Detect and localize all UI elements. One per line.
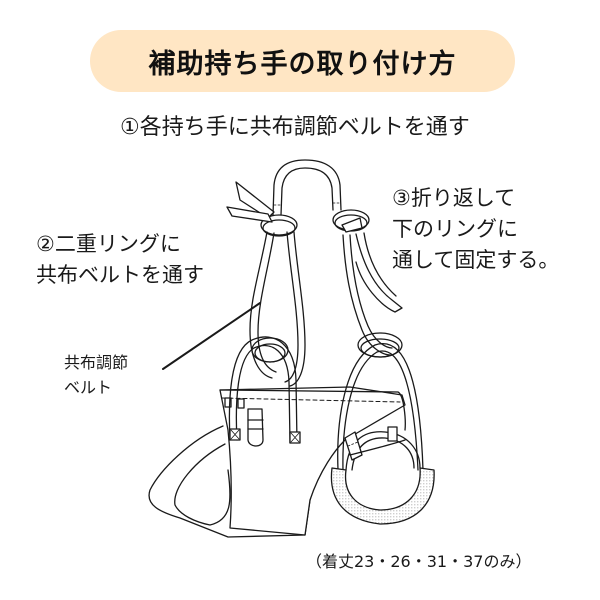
belt-callout-line-2: ベルト (64, 378, 113, 397)
step-3-line-2: 下のリングに (392, 217, 518, 241)
step-1-instruction: ①各持ち手に共布調節ベルトを通す (120, 112, 470, 143)
vest-body (148, 386, 406, 538)
belt-callout-label: 共布調節 ベルト (64, 350, 128, 400)
size-footnote: （着丈23・26・31・37のみ） (306, 552, 532, 571)
right-double-ring (332, 209, 370, 231)
page-title: 補助持ち手の取り付け方 (148, 48, 457, 80)
step-3-instruction: ③折り返して 下のリングに 通して固定する。 (392, 183, 559, 276)
step-2-line-1: ②二重リングに (36, 232, 181, 256)
step-3-line-1: ③折り返して (392, 186, 516, 210)
belt-callout-line-1: 共布調節 (64, 353, 129, 372)
step-2-instruction: ②二重リングに 共布ベルトを通す (36, 229, 204, 291)
title-banner: 補助持ち手の取り付け方 (90, 30, 515, 92)
auxiliary-belt (226, 159, 403, 387)
step-2-line-2: 共布ベルトを通す (36, 263, 204, 287)
step-3-line-3: 通して固定する。 (392, 248, 560, 272)
callout-pointer-line (162, 302, 261, 370)
step-1-text: ①各持ち手に共布調節ベルトを通す (120, 115, 470, 140)
right-handle (330, 343, 435, 525)
left-double-ring (260, 214, 298, 236)
left-handle (228, 336, 301, 444)
